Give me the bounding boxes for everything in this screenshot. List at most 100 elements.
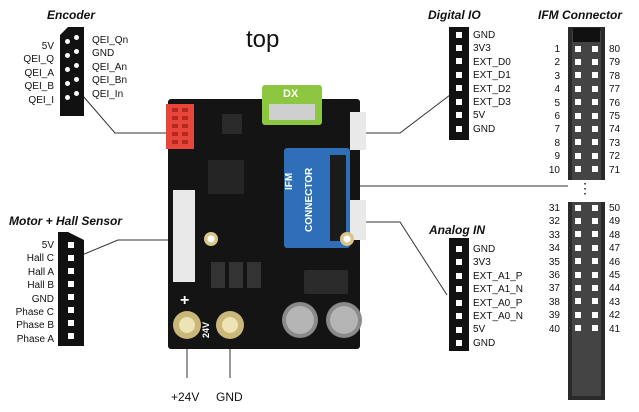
ifm-pin-number: 78 — [609, 70, 621, 82]
page-title: top — [246, 26, 280, 53]
v24-mark: 24V — [201, 321, 211, 338]
digital-io-leader — [362, 94, 451, 134]
ifm-chip-label-line2: CONNECTOR — [304, 167, 315, 232]
motor-pin-label: Phase C — [15, 307, 54, 319]
ifm-ellipsis: ⋮ — [578, 180, 592, 196]
ifm-pin-number: 10 — [548, 164, 560, 176]
encoder-title: Encoder — [47, 8, 96, 22]
ifm-pin-number: 79 — [609, 57, 621, 69]
ifm-pin-number: 34 — [548, 243, 560, 255]
ic-chip — [222, 114, 242, 134]
digital-io-pin-label: 3V3 — [473, 43, 491, 55]
motor-pin-label: Hall A — [27, 266, 54, 278]
encoder-pin-label: QEI_Qn — [92, 35, 129, 46]
digital-io-pin-label: GND — [473, 123, 496, 135]
motor-pin-label: 5V — [41, 240, 54, 251]
analog-pin-label: EXT_A1_N — [473, 284, 524, 296]
ifm-pin-number: 6 — [554, 111, 560, 123]
encoder-right-labels: QEI_Qn GND QEI_An QEI_Bn QEI_In — [92, 34, 128, 101]
ifm-pin-number: 44 — [609, 283, 621, 295]
motor-hall-labels: 5V Hall C Hall A Hall B GND Phase C Phas… — [4, 239, 54, 346]
analog-pin-label: GND — [473, 244, 496, 255]
ifm-pin-number: 41 — [609, 323, 621, 335]
encoder-connector — [60, 27, 84, 116]
encoder-left-labels: 5V QEI_Q QEI_A QEI_B QEI_I — [10, 40, 54, 107]
motor-header — [173, 190, 195, 282]
digital-io-labels: GND 3V3 EXT_D0 EXT_D1 EXT_D2 EXT_D3 5V G… — [473, 29, 511, 136]
ifm-pin-number: 5 — [554, 97, 560, 109]
motor-pin-label: Hall C — [26, 253, 54, 265]
ifm-pin-number: 72 — [609, 151, 621, 163]
ifm-pin-number: 2 — [554, 57, 560, 69]
ifm-pin-number: 37 — [548, 283, 560, 295]
ifm-pin-number: 9 — [554, 151, 560, 163]
encoder-pin-label: QEI_Q — [23, 54, 54, 66]
analog-leader — [362, 221, 448, 296]
ifm-pin-number: 49 — [609, 216, 621, 228]
ifm-bottom-pin-grid — [573, 203, 600, 339]
ifm-pin-number: 47 — [609, 243, 621, 255]
encoder-pin-label: 5V — [41, 41, 54, 52]
ifm-right-top-labels: 80 79 78 77 76 75 74 73 72 71 — [609, 43, 620, 177]
analog-in-title: Analog IN — [429, 223, 485, 237]
analog-in-labels: GND 3V3 EXT_A1_P EXT_A1_N EXT_A0_P EXT_A… — [473, 243, 523, 350]
digital-io-pin-label: EXT_D2 — [473, 83, 511, 95]
ic-chip — [208, 160, 244, 194]
analog-pin-label: 3V3 — [473, 257, 491, 269]
encoder-pin-label: QEI_Bn — [92, 75, 128, 87]
digital-io-header — [350, 112, 366, 150]
ifm-left-bottom-labels: 31 32 33 34 35 36 37 38 39 40 — [528, 202, 560, 336]
ifm-pin-number: 45 — [609, 270, 621, 282]
motor-connector — [58, 232, 84, 346]
ifm-connector-title: IFM Connector — [538, 8, 622, 22]
analog-pin-label: EXT_A1_P — [473, 270, 523, 282]
analog-header — [350, 200, 366, 240]
ifm-pin-number: 77 — [609, 84, 621, 96]
dx-label: DX — [283, 88, 299, 100]
encoder-pin-label: QEI_I — [28, 94, 54, 106]
motor-pin-label: Phase B — [16, 320, 54, 332]
analog-pin-label: EXT_A0_P — [473, 297, 523, 309]
analog-pin-grid — [449, 238, 469, 351]
ifm-pin-number: 80 — [609, 44, 621, 55]
encoder-pin-label: QEI_B — [24, 81, 54, 93]
ifm-pin-number: 8 — [554, 137, 560, 149]
digital-io-pin-label: EXT_D3 — [473, 97, 511, 109]
ifm-left-top-labels: 1 2 3 4 5 6 7 8 9 10 — [528, 43, 560, 177]
ifm-pin-number: 33 — [548, 229, 560, 241]
ifm-pin-number: 31 — [548, 203, 560, 214]
analog-connector — [449, 238, 469, 351]
ifm-pin-number: 48 — [609, 229, 621, 241]
ifm-pin-number: 1 — [554, 44, 560, 55]
ifm-pin-number: 39 — [548, 310, 560, 322]
digital-io-connector — [449, 27, 469, 140]
analog-pin-label: 5V — [473, 324, 486, 336]
gnd-label: GND — [216, 390, 243, 404]
ifm-pin-number: 3 — [554, 70, 560, 82]
motor-pin-grid — [58, 232, 84, 346]
motor-pin-label: Hall B — [27, 280, 54, 292]
ifm-pin-number: 73 — [609, 137, 621, 149]
digital-io-pin-label: 5V — [473, 110, 486, 122]
ifm-pin-number: 50 — [609, 203, 621, 214]
ifm-pin-number: 40 — [548, 323, 560, 335]
digital-io-title: Digital IO — [428, 8, 481, 22]
ifm-pin-number: 7 — [554, 124, 560, 136]
digital-io-pin-grid — [449, 27, 469, 140]
ifm-pin-number: 46 — [609, 256, 621, 268]
analog-pin-label: GND — [473, 337, 496, 349]
ifm-chip-label-line1: IFM — [284, 172, 295, 190]
digital-io-pin-label: GND — [473, 30, 496, 41]
encoder-pin-label: QEI_A — [24, 67, 54, 79]
encoder-pin-label: QEI_An — [92, 61, 128, 73]
ifm-pin-number: 42 — [609, 310, 621, 322]
ifm-right-bottom-labels: 50 49 48 47 46 45 44 43 42 41 — [609, 202, 620, 336]
plus24v-label: +24V — [171, 390, 200, 404]
encoder-pin-label: QEI_In — [92, 88, 124, 100]
ifm-pin-number: 36 — [548, 270, 560, 282]
encoder-header — [166, 104, 194, 149]
motor-hall-title: Motor + Hall Sensor — [9, 214, 123, 228]
ifm-pin-number: 38 — [548, 296, 560, 308]
ifm-pin-number: 75 — [609, 111, 621, 123]
